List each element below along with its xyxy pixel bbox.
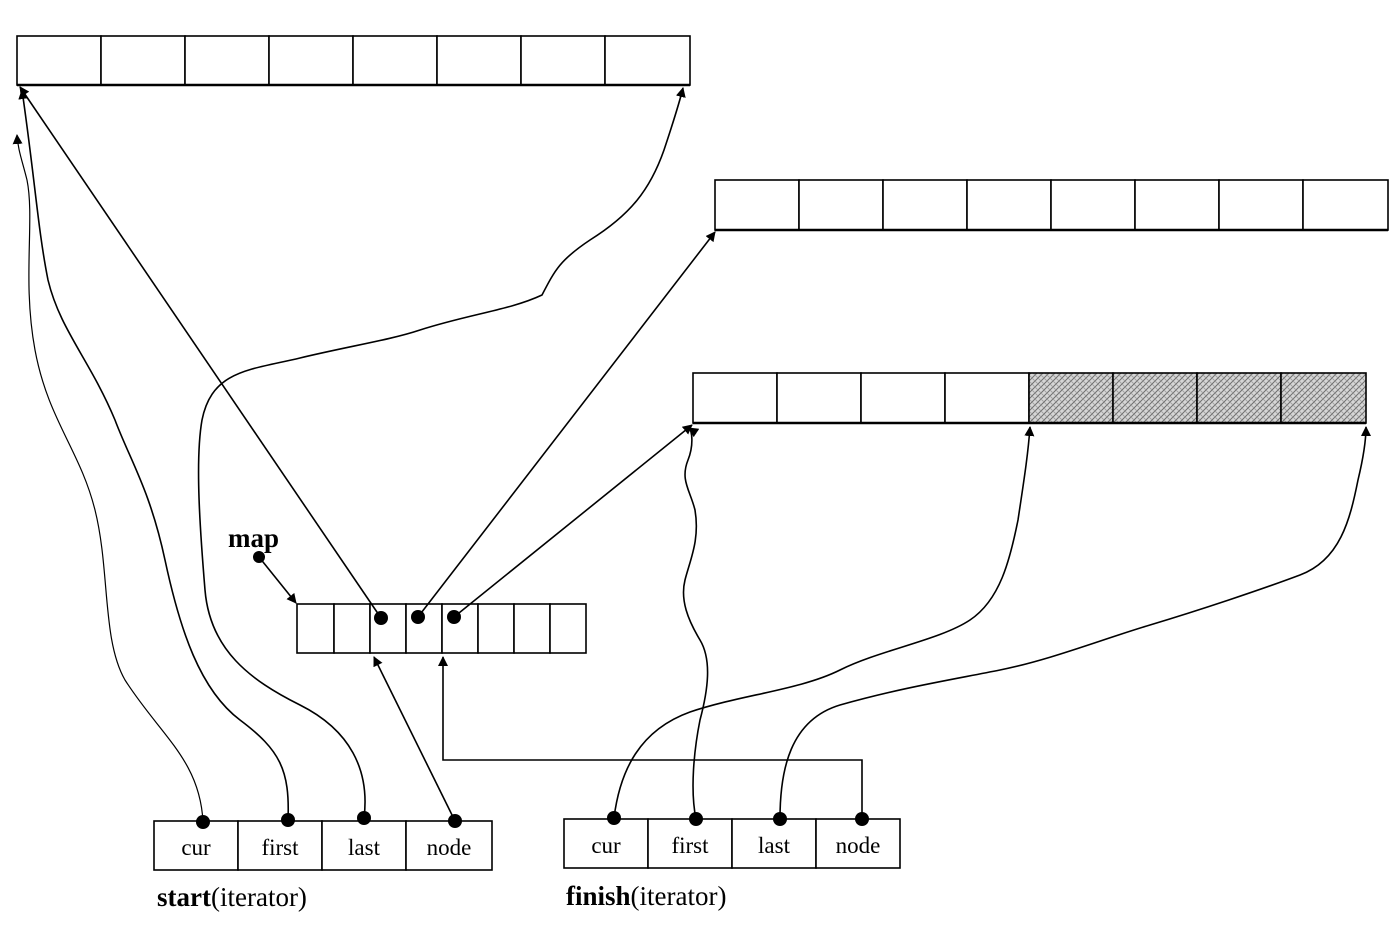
finish-last-label: last <box>758 833 791 858</box>
buffer-2-cell <box>1050 179 1136 231</box>
start-first-pointer <box>18 89 290 821</box>
buffer-1-cell <box>100 35 186 86</box>
buffer-3-cell <box>944 372 1030 424</box>
buffer-2-cell <box>714 179 800 231</box>
buffer-3 <box>692 372 1367 425</box>
start-last-pointer <box>197 87 686 819</box>
finish-last-pointer <box>779 426 1371 820</box>
buffer-1 <box>16 35 691 87</box>
finish-node-pointer <box>438 656 863 819</box>
start-cur-pointer <box>12 134 204 823</box>
buffer-1-cell <box>268 35 354 86</box>
map-to-buffer-3-arrow <box>453 424 693 618</box>
buffer-2-cell <box>1302 179 1389 231</box>
finish-cur-field <box>563 818 649 869</box>
start-caption-type: (iterator) <box>211 882 307 912</box>
start-last-label: last <box>348 835 381 860</box>
buffer-3-cell-filled <box>1196 372 1282 424</box>
map-cell <box>369 603 407 654</box>
buffer-3-cell <box>776 372 862 424</box>
buffer-2-cell <box>882 179 968 231</box>
buffer-1-cell <box>352 35 438 86</box>
start-cur-field <box>153 820 239 871</box>
map-to-buffer-2-arrow <box>417 231 716 618</box>
buffer-3-cell-filled <box>1280 372 1367 424</box>
finish-first-label: first <box>671 833 709 858</box>
start-first-label: first <box>261 835 299 860</box>
map-array <box>296 603 587 654</box>
buffer-3-cell <box>860 372 946 424</box>
buffer-2-cell <box>1218 179 1304 231</box>
map-to-buffer-1-arrow <box>19 86 382 619</box>
buffer-2-cell <box>798 179 884 231</box>
buffer-1-cell <box>604 35 691 86</box>
finish-cur-pointer <box>613 426 1035 819</box>
buffer-3-cell-filled <box>1028 372 1114 424</box>
finish-caption-name: finish <box>566 881 631 911</box>
finish-caption-type: (iterator) <box>631 881 727 911</box>
start-cur-label: cur <box>181 835 211 860</box>
start-last-field <box>321 820 407 871</box>
map-label: map <box>228 523 279 553</box>
map-cell <box>333 603 371 654</box>
map-cell <box>296 603 335 654</box>
map-cell <box>513 603 551 654</box>
start-node-label: node <box>427 835 472 860</box>
buffer-3-cell-filled <box>1112 372 1198 424</box>
finish-node-label: node <box>836 833 881 858</box>
map-cell <box>477 603 515 654</box>
map-pointer-arrow <box>258 556 297 604</box>
start-caption: start(iterator) <box>157 882 307 912</box>
finish-cur-label: cur <box>591 833 621 858</box>
buffer-1-cell <box>184 35 270 86</box>
map-cell <box>405 603 443 654</box>
start-iterator: cur first last node <box>153 820 493 871</box>
finish-node-field <box>815 818 901 869</box>
map-cell <box>549 603 587 654</box>
buffer-1-cell <box>16 35 102 86</box>
finish-iterator: cur first last node <box>563 818 901 869</box>
buffer-2-cell <box>1134 179 1220 231</box>
buffer-3-cell <box>692 372 778 424</box>
start-node-pointer <box>373 656 456 822</box>
buffer-2-cell <box>966 179 1052 231</box>
finish-first-pointer <box>682 427 709 820</box>
finish-caption: finish(iterator) <box>566 881 726 911</box>
start-node-field <box>405 820 493 871</box>
buffer-1-cell <box>520 35 606 86</box>
buffer-2 <box>714 179 1389 232</box>
start-caption-name: start <box>157 882 211 912</box>
buffer-1-cell <box>436 35 522 86</box>
